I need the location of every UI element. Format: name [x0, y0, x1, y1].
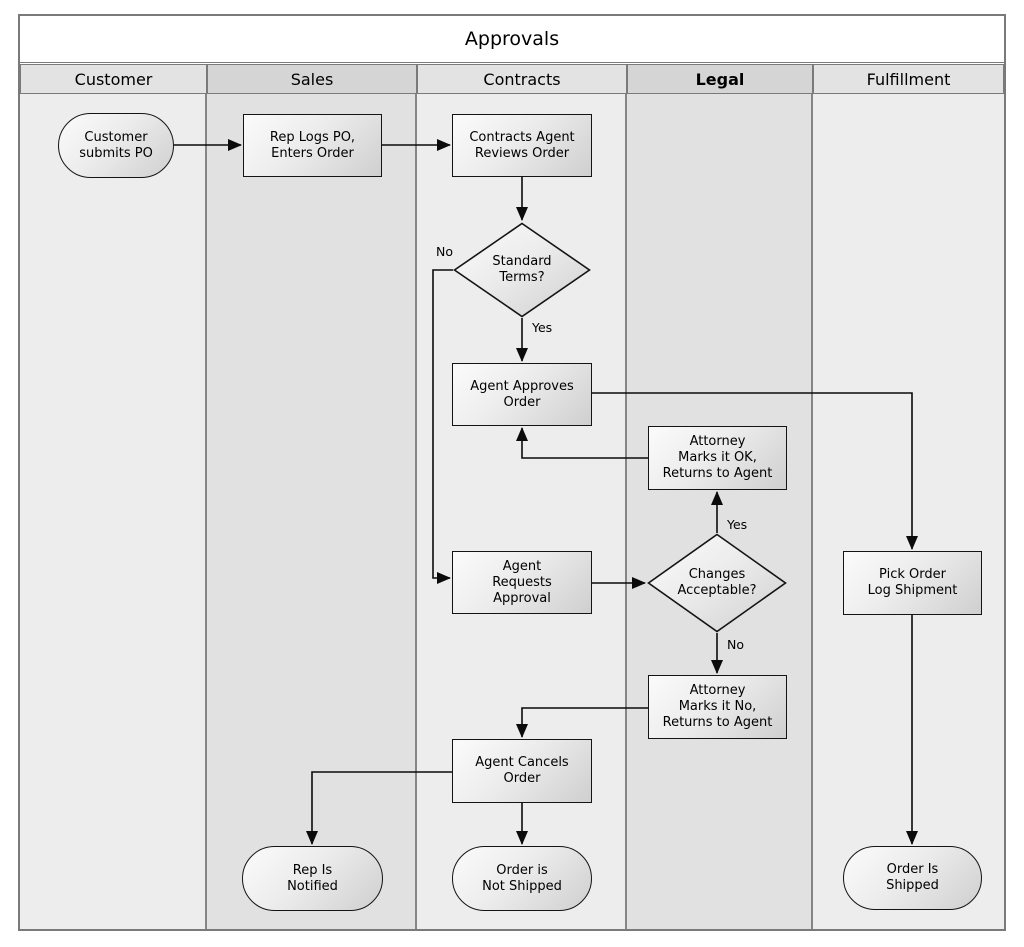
lane-header-fulfillment: Fulfillment	[813, 64, 1004, 94]
edge-label-changes-no: No	[727, 637, 744, 652]
node-label: Pick Order Log Shipment	[867, 567, 958, 598]
diamond-shape	[647, 533, 787, 633]
lane-header-row: Customer Sales Contracts Legal Fulfillme…	[20, 63, 1004, 94]
diagram-title: Approvals	[20, 16, 1004, 63]
node-rep-is-notified: Rep Is Notified	[242, 846, 383, 911]
node-label: Contracts Agent Reviews Order	[469, 129, 575, 161]
node-label: Agent Cancels Order	[475, 755, 569, 786]
node-label: Attorney Marks it No, Returns to Agent	[662, 683, 773, 730]
node-pick-order-log-shipment: Pick Order Log Shipment	[843, 551, 982, 615]
edge-attorneyno-to-cancels	[516, 707, 648, 738]
node-label: Rep Logs PO, Enters Order	[269, 129, 356, 161]
lane-fulfillment	[813, 94, 1004, 929]
node-contracts-agent-reviews: Contracts Agent Reviews Order	[452, 114, 592, 177]
node-agent-approves-order: Agent Approves Order	[452, 363, 592, 426]
lane-header-contracts: Contracts	[417, 64, 627, 94]
node-label: Rep Is Notified	[287, 862, 338, 894]
lane-header-customer: Customer	[20, 64, 207, 94]
node-agent-requests-approval: Agent Requests Approval	[452, 551, 592, 614]
edge-attorneyok-to-approves	[516, 427, 648, 459]
edge-label-standard-terms-no: No	[436, 244, 453, 259]
node-order-is-shipped: Order Is Shipped	[843, 846, 982, 910]
node-label: Agent Approves Order	[470, 378, 574, 410]
node-label: Attorney Marks it OK, Returns to Agent	[662, 434, 773, 481]
node-changes-acceptable-decision: Changes Acceptable?	[647, 533, 787, 633]
node-label: Standard Terms?	[492, 254, 552, 285]
node-label: Customer submits PO	[79, 129, 153, 161]
node-attorney-marks-no: Attorney Marks it No, Returns to Agent	[648, 675, 787, 739]
lane-header-legal: Legal	[627, 64, 813, 94]
node-agent-cancels-order: Agent Cancels Order	[452, 739, 592, 803]
edge-standardterms-no-to-requests	[432, 269, 453, 584]
lane-header-sales: Sales	[207, 64, 417, 94]
node-customer-submits-po: Customer submits PO	[58, 113, 174, 178]
node-rep-logs-po: Rep Logs PO, Enters Order	[243, 114, 382, 177]
node-standard-terms-decision: Standard Terms?	[453, 222, 591, 318]
edge-label-standard-terms-yes: Yes	[532, 320, 553, 335]
edge-approves-to-pickorder	[592, 392, 918, 550]
lane-legal	[627, 94, 813, 929]
node-label: Order is Not Shipped	[482, 862, 562, 894]
lane-customer	[20, 94, 207, 929]
node-label: Order Is Shipped	[886, 862, 939, 893]
edge-label-changes-yes: Yes	[727, 517, 748, 532]
node-attorney-marks-ok: Attorney Marks it OK, Returns to Agent	[648, 426, 787, 490]
node-label: Changes Acceptable?	[677, 567, 757, 598]
node-label: Agent Requests Approval	[492, 558, 552, 606]
diamond-shape	[453, 222, 591, 318]
node-order-not-shipped: Order is Not Shipped	[452, 846, 592, 911]
edge-cancels-to-repnotified	[306, 771, 452, 845]
